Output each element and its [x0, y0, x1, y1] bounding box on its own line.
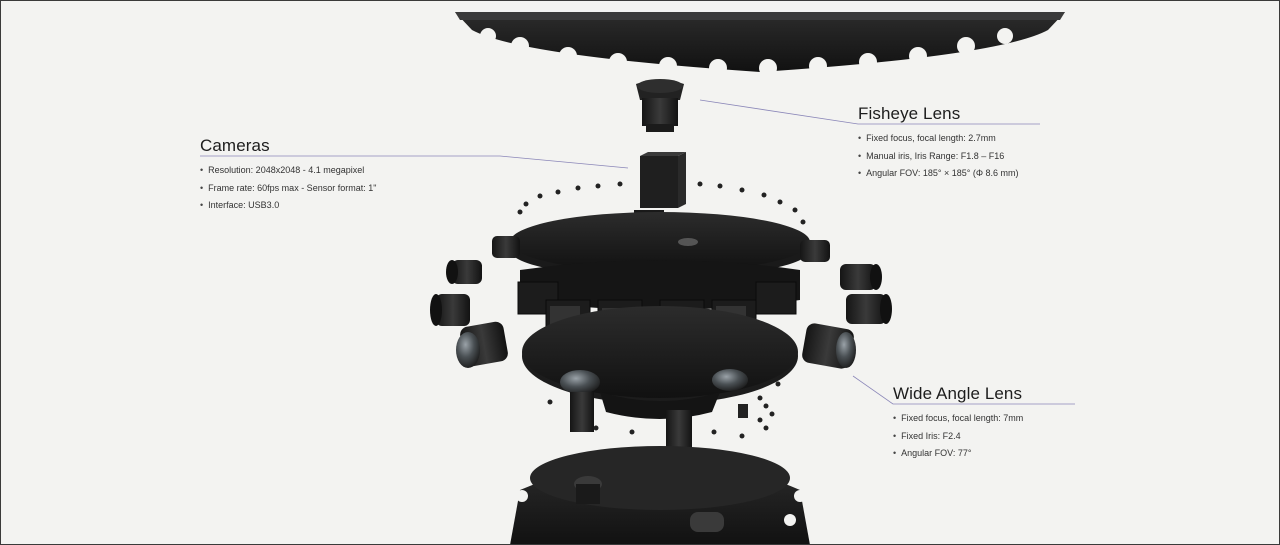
fisheye-callout: Fisheye Lens Fixed focus, focal length: …: [858, 104, 1019, 183]
list-item: Fixed Iris: F2.4: [893, 428, 1023, 446]
list-item: Fixed focus, focal length: 7mm: [893, 410, 1023, 428]
fisheye-spec-list: Fixed focus, focal length: 2.7mm Manual …: [858, 130, 1019, 183]
bottom-base: [510, 446, 810, 545]
leader-lines: [200, 99, 1075, 405]
cameras-spec-list: Resolution: 2048x2048 - 4.1 megapixel Fr…: [200, 162, 376, 215]
screws-lower: [547, 381, 781, 439]
list-item: Frame rate: 60fps max - Sensor format: 1…: [200, 180, 376, 198]
lens-on-plate: [560, 369, 748, 432]
list-item: Fixed focus, focal length: 2.7mm: [858, 130, 1019, 148]
wide-angle-spec-list: Fixed focus, focal length: 7mm Fixed Iri…: [893, 410, 1023, 463]
cameras-callout: Cameras Resolution: 2048x2048 - 4.1 mega…: [200, 136, 376, 215]
wide-angle-title: Wide Angle Lens: [893, 384, 1023, 403]
fisheye-title: Fisheye Lens: [858, 104, 961, 123]
list-item: Angular FOV: 77°: [893, 445, 1023, 463]
list-item: Resolution: 2048x2048 - 4.1 megapixel: [200, 162, 376, 180]
wide-angle-lenses-left: [430, 236, 520, 368]
cameras-title: Cameras: [200, 136, 270, 155]
list-item: Manual iris, Iris Range: F1.8 – F16: [858, 148, 1019, 166]
wide-angle-callout: Wide Angle Lens Fixed focus, focal lengt…: [893, 384, 1023, 463]
wide-angle-lenses-right: [800, 240, 892, 369]
fisheye-lens-part: [636, 79, 684, 132]
top-dome-cover: [455, 12, 1065, 77]
screws-upper: [517, 181, 806, 225]
list-item: Angular FOV: 185° × 185° (Φ 8.6 mm): [858, 165, 1018, 183]
lower-plate: [522, 306, 798, 419]
center-camera: [634, 152, 686, 232]
list-item: Interface: USB3.0: [200, 197, 376, 215]
